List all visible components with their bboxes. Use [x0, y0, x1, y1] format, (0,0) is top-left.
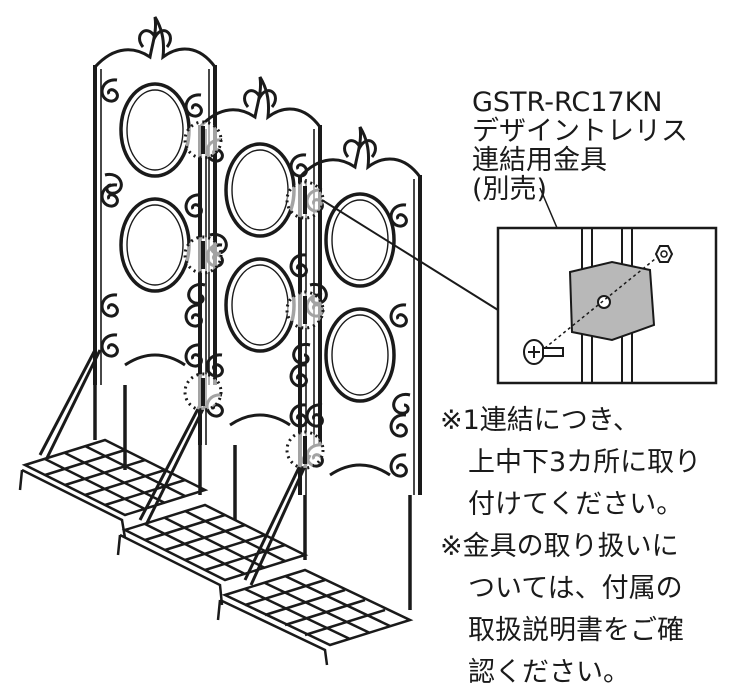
connector-pins: [201, 126, 307, 464]
installation-notes: ※1連結につき、 上中下3カ所に取り 付けてください。 ※金具の取り扱いに つい…: [440, 400, 701, 694]
trellis-panel-left: [95, 17, 215, 385]
callout-line: [321, 199, 499, 311]
note-2-line: ついては、付属の: [468, 573, 683, 604]
bracket-piece: [568, 260, 656, 342]
base-grid-center: [116, 503, 309, 606]
note-2-line: 認ください。: [468, 657, 630, 688]
detail-inset: [496, 226, 718, 385]
base-grid-left: [18, 438, 209, 539]
support-poles: [93, 385, 412, 610]
note-2-line: 取扱説明書をご確: [468, 615, 684, 646]
trellis-illustration: [18, 0, 718, 666]
part-name: デザイントレリス: [472, 116, 688, 147]
part-label: GSTR-RC17KN デザイントレリス 連結用金具 (別売): [472, 88, 688, 204]
note-2-line: ※金具の取り扱いに: [440, 531, 679, 562]
bolt-hole: [597, 295, 611, 309]
part-type: 連結用金具: [472, 145, 607, 176]
note-1-line: 付けてください。: [468, 489, 684, 520]
part-number: GSTR-RC17KN: [472, 87, 663, 118]
note-1-line: 上中下3カ所に取り: [468, 447, 702, 478]
part-sold-separately: (別売): [472, 174, 548, 205]
base-grid-right: [216, 568, 414, 666]
bolt: [523, 339, 564, 365]
nut: [654, 245, 674, 263]
note-1-line: ※1連結につき、: [440, 405, 640, 436]
